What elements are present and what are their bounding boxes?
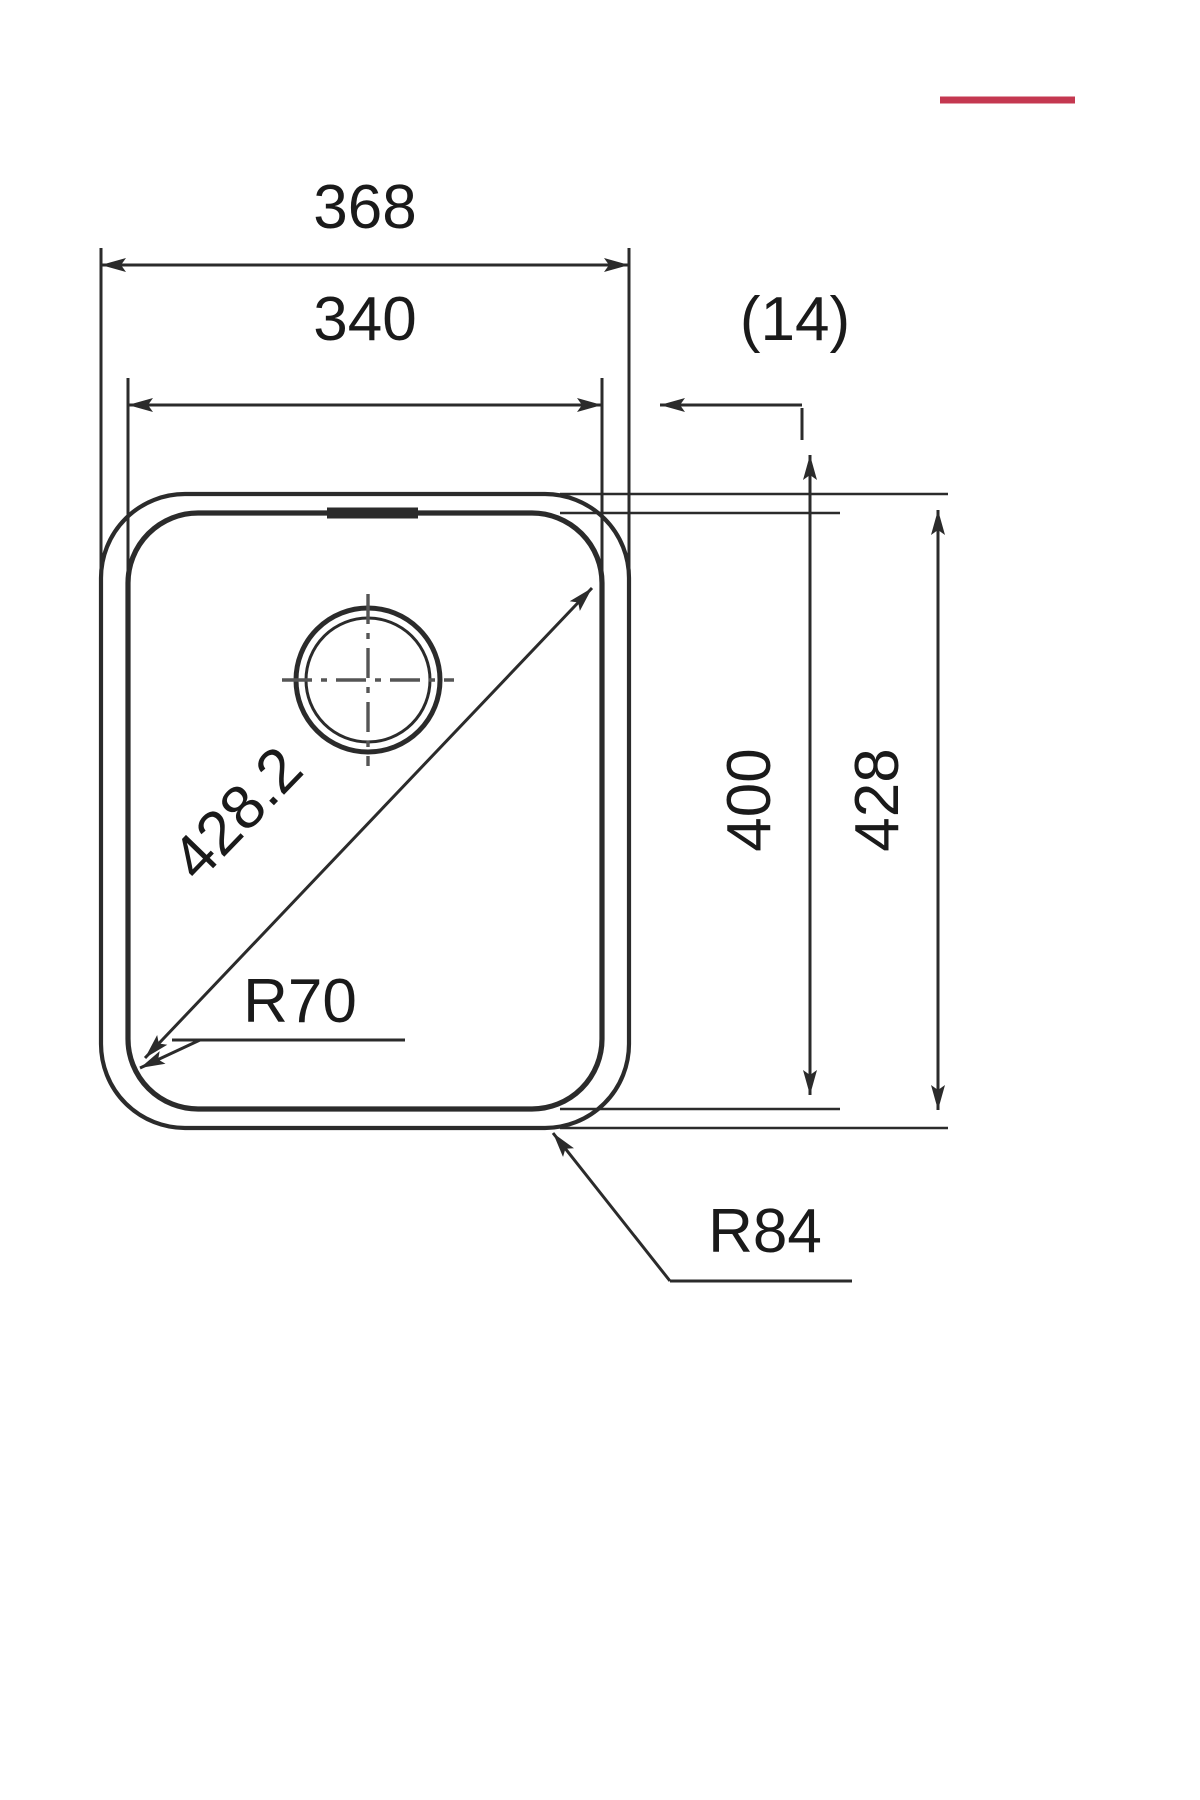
dim-label-428: 428 bbox=[843, 748, 912, 851]
dim-label-400: 400 bbox=[715, 748, 784, 851]
dim-label-428-2: 428.2 bbox=[159, 734, 316, 894]
sink-outer-rim bbox=[98, 491, 632, 1131]
leader-arrow-r70 bbox=[139, 1038, 201, 1070]
sink-inner-bowl bbox=[125, 510, 605, 1112]
leader-arrow-r84 bbox=[551, 1132, 672, 1282]
dim-line-428-2 bbox=[143, 586, 594, 1060]
dim-label-r84: R84 bbox=[708, 1197, 822, 1266]
dim-label-368: 368 bbox=[313, 173, 416, 242]
dim-label-340: 340 bbox=[313, 285, 416, 354]
dim-label-14: (14) bbox=[740, 285, 850, 354]
dim-label-r70: R70 bbox=[243, 967, 357, 1036]
